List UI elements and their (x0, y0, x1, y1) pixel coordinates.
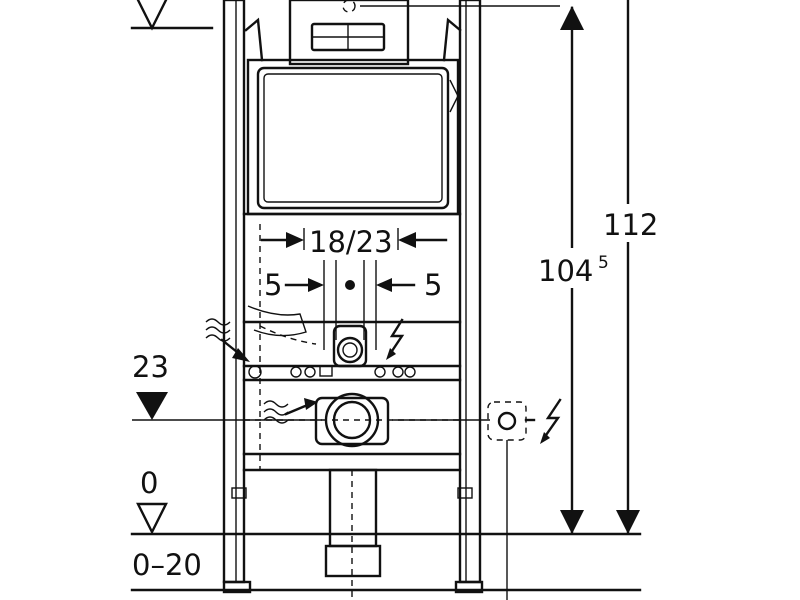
floor-range-label: 0–20 (132, 548, 202, 582)
install-width-dimension: 18/23 (260, 225, 448, 259)
inner-height-superscript: 5 (598, 253, 609, 273)
install-width-label: 18/23 (309, 225, 393, 259)
supply-pipe (332, 324, 368, 368)
water-wave-icon (205, 318, 250, 362)
cistern (244, 0, 560, 210)
electrical-box (487, 401, 527, 600)
water-wave-icon (263, 398, 318, 424)
frame (222, 0, 484, 594)
level-mark-floor: 0 0–20 (130, 466, 642, 592)
left-offset-label: 5 (264, 268, 282, 302)
level-mark-drain: 23 (132, 350, 322, 421)
total-height-dimension: 112 (600, 0, 664, 534)
level-mark-top (130, 0, 214, 31)
total-height-label: 112 (603, 208, 658, 242)
inner-height-label: 104 (538, 254, 593, 288)
water-connection (247, 305, 416, 379)
right-offset-label: 5 (424, 268, 442, 302)
lightning-icon (524, 398, 562, 444)
drain-height-label: 23 (132, 350, 169, 384)
floor-level-label: 0 (140, 466, 158, 500)
offset-dimension: 5 5 (264, 260, 442, 350)
inner-height-dimension: 104 5 (538, 6, 614, 534)
lightning-icon (386, 318, 405, 360)
drain-pipe (314, 392, 490, 600)
